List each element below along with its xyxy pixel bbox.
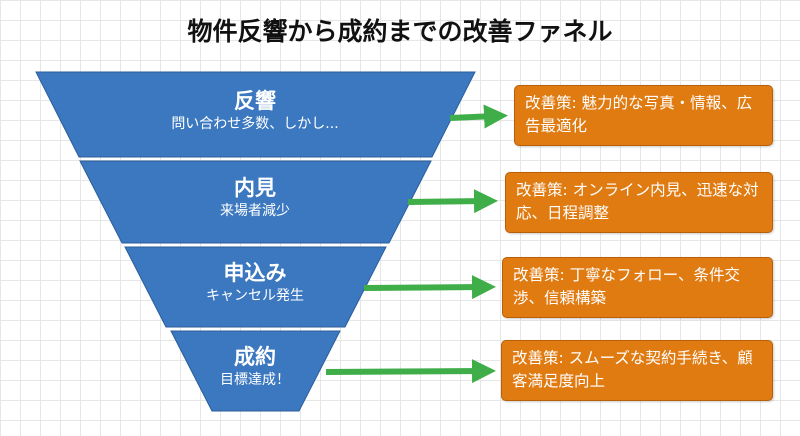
stage-sub: 問い合わせ多数、しかし... xyxy=(171,116,339,132)
improvement-box-3: 改善策: 丁寧なフォロー、条件交渉、信頼構築 xyxy=(502,257,773,318)
funnel-segment-3 xyxy=(124,246,387,328)
improvement-box-2: 改善策: オンライン内見、迅速な対応、日程調整 xyxy=(505,172,773,233)
funnel-segment-4 xyxy=(170,330,341,412)
stage-name: 成約 xyxy=(234,345,276,369)
arrow-4 xyxy=(325,359,496,384)
stage-1-label: 反響 問い合わせ多数、しかし... xyxy=(155,88,355,134)
stage-sub: 来場者減少 xyxy=(220,203,290,219)
funnel-segment-2 xyxy=(79,160,432,244)
funnel-segment-1 xyxy=(35,71,476,158)
stage-3-label: 申込み キャンセル発生 xyxy=(155,260,355,306)
arrow-2 xyxy=(407,189,498,214)
improvement-box-1: 改善策: 魅力的な写真・情報、広告最適化 xyxy=(514,85,773,146)
stage-name: 反響 xyxy=(234,89,276,113)
stage-2-label: 内見 来場者減少 xyxy=(155,175,355,221)
stage-4-label: 成約 目標達成！ xyxy=(155,344,355,390)
stage-name: 内見 xyxy=(234,176,276,200)
arrow-1 xyxy=(449,104,508,129)
stage-name: 申込み xyxy=(223,261,287,285)
stage-sub: キャンセル発生 xyxy=(206,288,304,304)
improvement-box-4: 改善策: スムーズな契約手続き、顧客満足度向上 xyxy=(501,340,773,401)
arrow-3 xyxy=(363,275,496,300)
stage-sub: 目標達成！ xyxy=(220,372,290,388)
page-title: 物件反響から成約までの改善ファネル xyxy=(187,17,613,46)
